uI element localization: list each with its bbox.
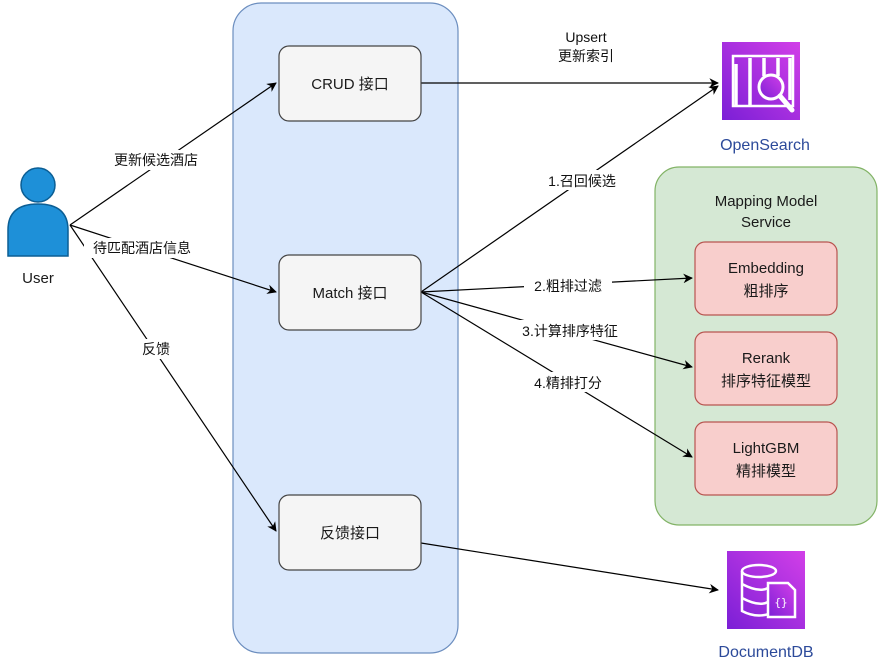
service-title-line2: Service	[741, 214, 791, 231]
edge-label-user-feedback: 反馈	[142, 341, 170, 357]
edge-user-to-feedback	[69, 224, 277, 532]
crud-api-label: CRUD 接口	[311, 76, 389, 93]
user-actor-icon	[7, 167, 69, 257]
lightgbm-model-line2: 精排模型	[736, 463, 796, 480]
edge-label-rank-features: 3.计算排序特征	[522, 323, 618, 339]
embedding-model-line2: 粗排序	[743, 283, 788, 300]
documentdb-label: DocumentDB	[718, 644, 813, 661]
svg-text:{}: {}	[774, 596, 787, 609]
opensearch-label: OpenSearch	[720, 137, 810, 154]
edge-label-update-index: 更新索引	[558, 48, 614, 64]
lightgbm-model-line1: LightGBM	[733, 440, 800, 457]
edge-label-user-match: 待匹配酒店信息	[93, 240, 191, 256]
opensearch-icon	[722, 42, 800, 120]
feedback-api-label: 反馈接口	[320, 525, 380, 542]
match-api-box[interactable]	[278, 254, 422, 331]
edge-label-user-crud: 更新候选酒店	[114, 152, 198, 168]
edge-label-recall: 1.召回候选	[548, 173, 616, 189]
rerank-model-line1: Rerank	[742, 350, 791, 367]
crud-api-box[interactable]	[278, 45, 422, 122]
service-title-line1: Mapping Model	[715, 193, 818, 210]
lightgbm-model-box[interactable]	[694, 421, 838, 496]
match-api-label: Match 接口	[312, 285, 387, 302]
edge-feedback-to-documentdb	[420, 542, 719, 594]
documentdb-icon: {}	[727, 551, 805, 629]
edge-label-fine-score: 4.精排打分	[534, 375, 602, 391]
embedding-model-line1: Embedding	[728, 260, 804, 277]
embedding-model-box[interactable]	[694, 241, 838, 316]
edge-user-to-match	[69, 224, 277, 294]
feedback-api-box[interactable]	[278, 494, 422, 571]
user-label: User	[22, 270, 54, 287]
edge-label-coarse-filter: 2.粗排过滤	[534, 278, 602, 294]
rerank-model-box[interactable]	[694, 331, 838, 406]
edge-label-upsert: Upsert	[565, 29, 606, 45]
rerank-model-line2: 排序特征模型	[721, 373, 811, 390]
